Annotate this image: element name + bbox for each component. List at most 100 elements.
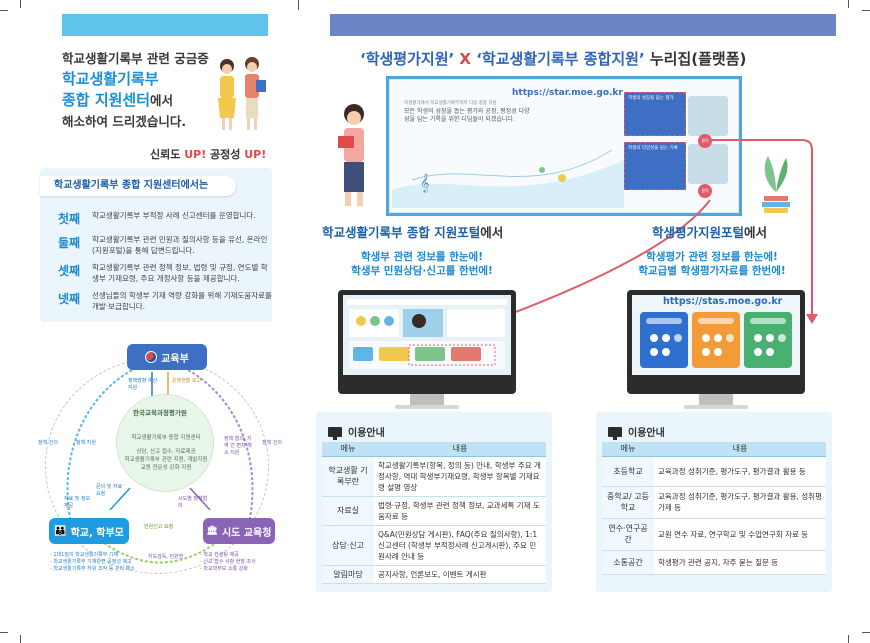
table-header-content: 내용 xyxy=(654,442,826,457)
usage-title-text: 이용안내 xyxy=(628,428,665,439)
slogan-up-2: UP! xyxy=(244,148,267,161)
school-record-portal-name: 학교생활기록부 종합 지원포털 xyxy=(322,225,481,240)
usage-title-text: 이용안내 xyxy=(348,428,385,439)
center-item: 교원 전문성 강화 지원 xyxy=(140,465,192,471)
table-cell-content: 학생평가 관련 공지, 자주 묻는 질문 등 xyxy=(654,550,826,575)
table-row: 알림마당 공지사항, 언론보도, 이벤트 게시판 xyxy=(322,565,546,584)
click-badge: 클릭 xyxy=(698,134,712,148)
star-website-art: 𝄞 xyxy=(392,149,624,208)
star-card-record[interactable]: 학생의 다양성을 담는 기록 xyxy=(624,142,686,190)
people-icon: 👪 xyxy=(54,525,67,537)
parents-role: - 학교생활기록부 허위 조작 등 관리 해소 xyxy=(50,566,135,572)
parents-role: - 1대1질의 학교생활기록부 기재 xyxy=(50,552,119,558)
center-org-name: 한국교육과정평가원 xyxy=(133,409,187,417)
table-cell-menu: 자료실 xyxy=(322,496,374,526)
moe-node: 교육부 xyxy=(127,344,207,370)
crop-mark xyxy=(20,635,21,643)
label-policy-support: 정책방향 예산지원 xyxy=(128,378,158,391)
table-row: 초등학교 교육과정 성취기준, 평가도구, 평가결과 활용 등 xyxy=(602,456,826,487)
monitor-icon xyxy=(608,426,622,440)
evaluation-portal-desc: 학생평가 관련 정보를 한눈에! 학교급별 학생평가자료를 한번에! xyxy=(612,250,812,278)
student-photo-1 xyxy=(688,96,728,136)
crop-mark xyxy=(298,0,299,10)
monitor-icon xyxy=(328,426,342,440)
title-part-2: ‘학교생활기록부 종합지원’ xyxy=(476,50,645,68)
role-text: 학교생활기록부 관련 정책 정보, 법령 및 규정, 연도별 학생부 기재요령,… xyxy=(92,263,268,283)
school-record-portal-title: 학교생활기록부 종합 지원포털에서 xyxy=(322,222,503,241)
label-inquiry: 문의 및 자료요청 xyxy=(96,484,123,497)
label-complaint: 민원신고 요청 xyxy=(144,524,174,530)
plant-illustration xyxy=(762,156,790,213)
students-illustration xyxy=(218,57,266,130)
office-role: - 학교 컨설팅 제공 xyxy=(200,552,239,558)
table-cell-menu: 소통공간 xyxy=(602,550,654,575)
intro-line-4: 해소하여 드리겠습니다. xyxy=(62,114,187,129)
table-header-content: 내용 xyxy=(374,442,546,457)
table-row: 학교생활 기록부란 학교생활기록부(항목, 정의 등) 안내, 학생부 주요 개… xyxy=(322,456,546,497)
crop-mark xyxy=(0,632,8,633)
table-cell-menu: 학교생활 기록부란 xyxy=(322,456,374,497)
role-text: 선생님들의 학생부 기재 역량 강화를 위해 기재도움자료를 개발·보급합니다. xyxy=(92,291,272,311)
role-item: 넷째 선생님들의 학생부 기재 역량 강화를 위해 기재도움자료를 개발·보급합… xyxy=(58,290,272,312)
table-header-menu: 메뉴 xyxy=(322,442,374,457)
portal-suffix: 에서 xyxy=(744,225,768,240)
parents-label: 학교, 학부모 xyxy=(70,527,124,539)
moe-label: 교육부 xyxy=(161,353,189,365)
evaluation-usage-table: 메뉴 내용 초등학교 교육과정 성취기준, 평가도구, 평가결과 활용 등 중학… xyxy=(602,442,826,575)
role-text: 학교생활기록부 관련 민원과 질의사항 등을 유선, 온라인(지원포털)을 통해… xyxy=(92,235,268,255)
label-policy-feedback: 정책 건의 xyxy=(38,440,58,446)
crop-mark xyxy=(20,0,21,8)
table-cell-content: 법령·규정, 학생부 관련 정책 정보, 교과세특 기재 도움자료 등 xyxy=(374,496,546,526)
table-row: 소통공간 학생평가 관련 공지, 자주 묻는 질문 등 xyxy=(602,550,826,575)
table-cell-menu: 중학교/ 고등학교 xyxy=(602,486,654,519)
center-role-heading: 학교생활기록부 종합 지원센터에서는 xyxy=(40,176,236,196)
star-url[interactable]: https://star.moe.go.kr xyxy=(512,88,623,98)
portal-desc-line: 학생평가 관련 정보를 한눈에! xyxy=(646,251,778,263)
right-header-band xyxy=(330,14,836,36)
girl-reading-illustration xyxy=(338,104,364,206)
left-header-band xyxy=(62,14,268,36)
table-cell-content: 학교생활기록부(항목, 정의 등) 안내, 학생부 주요 개정사항, 역대 학생… xyxy=(374,456,546,497)
center-item: 학교생활기록부 관련 지원, 개발지원 xyxy=(124,457,208,463)
student-photo-2 xyxy=(688,144,728,184)
school-record-usage-title: 이용안내 xyxy=(328,424,385,440)
table-cell-content: 교원 연수 자료, 연구학교 및 수업연구회 자료 등 xyxy=(654,518,826,551)
star-small-head: 학생평가에서 학교생활기록부까지 다음 종합 지원 xyxy=(404,101,497,106)
portal-desc-line: 학생부 민원상담·신고를 한번에! xyxy=(351,265,493,277)
office-roles: - 학교 컨설팅 제공 - 신고 접수 사항 현장 조사 - 학교학부모 소통 … xyxy=(200,552,280,573)
label-policy-feedback-right: 정책 건의 xyxy=(262,440,282,446)
intro-line-3b: 에서 xyxy=(150,93,174,108)
table-cell-menu: 상담·신고 xyxy=(322,525,374,566)
role-order: 셋째 xyxy=(58,264,81,278)
label-policy-support-left: 정책 지원 xyxy=(76,440,96,446)
role-order: 첫째 xyxy=(58,212,81,226)
star-mission-text: 모든 학생의 성장을 돕는 평가와 공정, 평정성 다양성을 담는 기록을 위한… xyxy=(404,108,530,123)
support-center-circle xyxy=(116,394,214,492)
table-row: 상담·신고 Q&A(민원상담 게시판), FAQ(주요 질의사항), 1:1신고… xyxy=(322,525,546,566)
portal-suffix: 에서 xyxy=(480,225,504,240)
school-record-usage-table: 메뉴 내용 학교생활 기록부란 학교생활기록부(항목, 정의 등) 안내, 학생… xyxy=(322,442,546,584)
table-cell-menu: 연수·연구공간 xyxy=(602,518,654,551)
evaluation-usage-title: 이용안내 xyxy=(608,424,665,440)
evaluation-portal-title: 학생평가지원포털에서 xyxy=(652,222,767,241)
table-row: 연수·연구공간 교원 연수 자료, 연구학교 및 수업연구회 자료 등 xyxy=(602,518,826,551)
portal-desc-line: 학생부 관련 정보를 한눈에! xyxy=(360,251,483,263)
table-cell-content: 교육과정 성취기준, 평가도구, 평가결과 활용 등 xyxy=(654,456,826,487)
monitor-stand xyxy=(699,394,733,406)
stas-url[interactable]: https://stas.moe.go.kr xyxy=(663,296,783,307)
crop-mark xyxy=(848,635,849,643)
table-row: 자료실 법령·규정, 학생부 관련 정책 정보, 교과세특 기재 도움자료 등 xyxy=(322,496,546,526)
star-card-evaluation[interactable]: 학생의 성장을 돕는 평가 xyxy=(624,92,686,136)
click-badge: 클릭 xyxy=(698,184,712,198)
evaluation-portal-name: 학생평가지원포털 xyxy=(652,225,745,240)
parents-roles: - 1대1질의 학교생활기록부 기재 - 학교생활기록부 기재관련 공정성 제고… xyxy=(50,552,150,573)
role-item: 둘째 학교생활기록부 관련 민원과 질의사항 등을 유선, 온라인(지원포털)을… xyxy=(58,234,272,256)
table-cell-content: 교육과정 성취기준, 평가도구, 평가결과 활용, 성취평가제 등 xyxy=(654,486,826,519)
stas-card-icons xyxy=(646,318,786,356)
table-cell-menu: 알림마당 xyxy=(322,565,374,584)
crop-mark xyxy=(0,10,8,11)
center-name: 학교생활기록부 종합 지원센터 xyxy=(131,435,201,441)
title-x: X xyxy=(454,50,477,68)
moe-logo-icon xyxy=(145,351,158,363)
education-office-label: 시도 교육청 xyxy=(221,527,272,539)
